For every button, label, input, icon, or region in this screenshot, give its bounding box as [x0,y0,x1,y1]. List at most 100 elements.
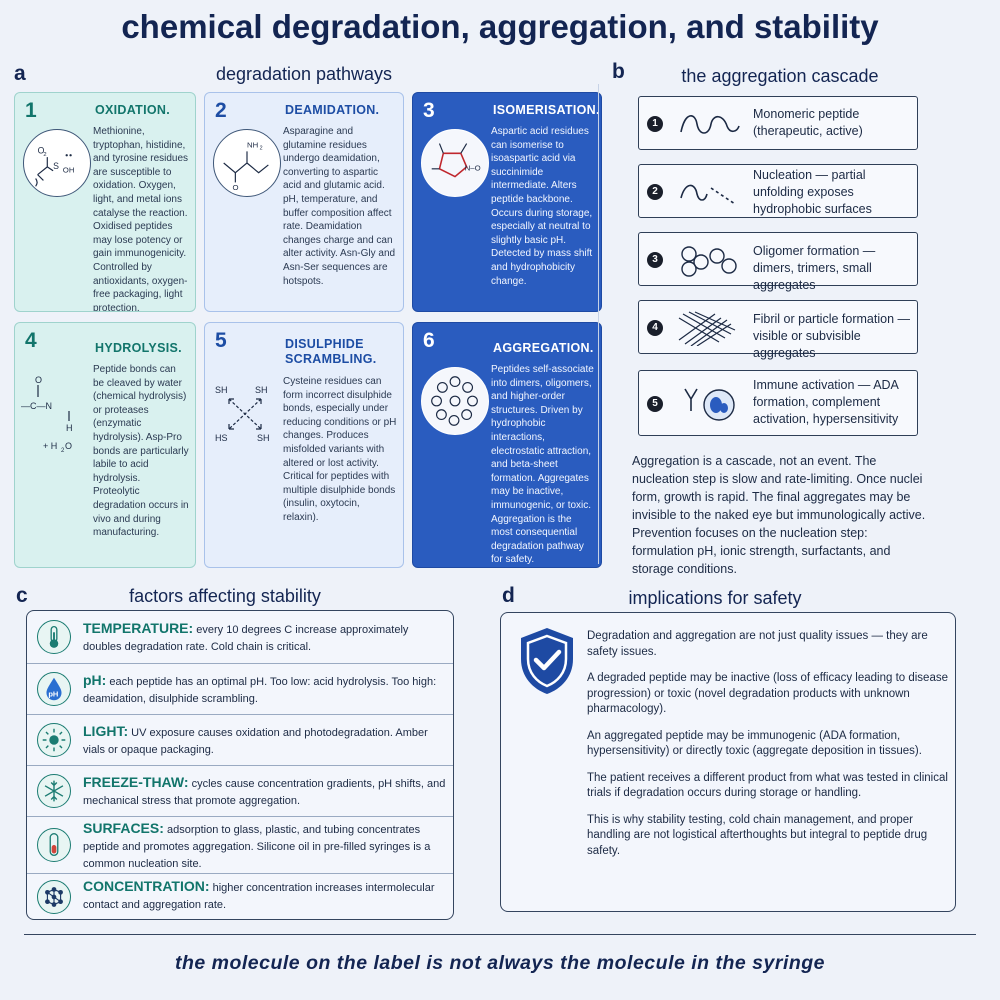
factor-description: cycles cause concentration gradients, pH… [83,778,446,807]
safety-paragraph: An aggregated peptide may be immunogenic… [587,729,922,758]
card-number: 3 [423,99,435,122]
step-text: Monomeric peptide (therapeutic, active) [753,107,863,138]
card-title: ISOMERISATION. [493,103,600,117]
cascade-note: Aggregation is a cascade, not an event. … [632,454,926,576]
factor-freeze-thaw: FREEZE-THAW: cycles cause concentration … [27,766,453,816]
svg-text:2: 2 [260,145,263,151]
card-body: Peptides self-associate into dimers, oli… [491,364,594,566]
fibril-mesh-icon [675,310,747,347]
step-number: 5 [647,396,663,412]
factor-concentration: CONCENTRATION: higher concentration incr… [27,874,453,920]
svg-text:SH: SH [215,385,228,395]
section-a-title: degradation pathways [215,64,393,84]
card-aggregation: 6 AGGREGATION. Peptides self-associate i… [412,322,602,568]
step-text: Immune activation — ADA formation, compl… [753,378,899,426]
factor-text: FREEZE-THAW: cycles cause concentration … [83,774,447,810]
card-oxidation: 1 OXIDATION. O 2 S OH Methionine, trypto… [14,92,196,312]
factor-text: SURFACES: adsorption to glass, plastic, … [83,820,447,873]
cascade-step-immune-activation: 5 Immune activation — ADA formation, com… [638,370,918,436]
factor-tag: TEMPERATURE: [83,620,194,636]
card-title: HYDROLYSIS. [95,341,182,355]
svg-text:H: H [66,423,73,433]
svg-text:SH: SH [255,385,268,395]
svg-text:2: 2 [43,152,46,158]
safety-paragraph: The patient receives a different product… [587,771,948,800]
factor-text: CONCENTRATION: higher concentration incr… [83,878,447,914]
card-number: 4 [25,329,37,352]
card-disulphide-scrambling: 5 DISULPHIDE SCRAMBLING. SH SH HS SH Cys… [204,322,404,568]
factor-description: higher concentration increases intermole… [83,882,435,911]
factor-light: LIGHT: UV exposure causes oxidation and … [27,715,453,765]
factor-text: LIGHT: UV exposure causes oxidation and … [83,723,447,759]
shield-check-icon [515,625,579,697]
snowflake-icon [37,774,71,808]
monomer-squiggle-icon [675,106,747,142]
svg-text:pH: pH [48,690,58,699]
molecule-network-icon [37,880,71,914]
divider [27,816,453,817]
oligomer-circles-icon [675,242,747,278]
section-divider [598,84,599,564]
safety-paragraph: This is why stability testing, cold chai… [587,813,928,857]
factor-surfaces: SURFACES: adsorption to glass, plastic, … [27,817,453,873]
factor-ph: pH pH: each peptide has an optimal pH. T… [27,664,453,714]
svg-text:HS: HS [215,433,228,443]
svg-text:O: O [35,375,42,385]
card-title: DEAMIDATION. [285,103,380,117]
section-b-letter: b [612,60,625,83]
svg-text:S: S [53,161,59,171]
card-number: 2 [215,99,227,122]
footer-rule [24,934,976,935]
factor-temperature: TEMPERATURE: every 10 degrees C increase… [27,611,453,663]
factor-tag: LIGHT: [83,723,129,739]
factor-description: each peptide has an optimal pH. Too low:… [83,676,437,705]
cascade-step-nucleation: 2 Nucleation — partial unfolding exposes… [638,164,918,218]
svg-text:NH: NH [247,140,258,149]
safety-text-block: Degradation and aggregation are not just… [587,629,949,859]
section-b-title: the aggregation cascade [681,66,879,86]
factor-tag: SURFACES: [83,820,164,836]
succinimide-ring-icon: N–O [421,129,489,197]
svg-text:O: O [232,183,238,192]
disulphide-exchange-icon: SH SH HS SH [213,379,279,453]
step-number: 2 [647,184,663,200]
cascade-step-monomer: 1 Monomeric peptide (therapeutic, active… [638,96,918,150]
card-number: 6 [423,329,435,352]
factor-tag: pH: [83,672,107,688]
factor-tag: FREEZE-THAW: [83,774,189,790]
card-body: Methionine, tryptophan, histidine, and t… [93,126,189,312]
section-c-title: factors affecting stability [129,586,321,606]
factors-panel: TEMPERATURE: every 10 degrees C increase… [26,610,454,920]
thermometer-icon [37,620,71,654]
card-title: AGGREGATION. [493,341,594,355]
card-body: Asparagine and glutamine residues underg… [283,126,396,287]
svg-text:2: 2 [61,448,65,454]
factor-description: UV exposure causes oxidation and photode… [83,727,428,756]
card-body: Aspartic acid residues can isomerise to … [491,126,593,287]
safety-panel: Degradation and aggregation are not just… [500,612,956,912]
section-d-title: implications for safety [628,588,802,608]
step-text: Oligomer formation — dimers, trimers, sm… [753,244,876,292]
svg-text:+ H: + H [43,441,57,451]
card-body: Peptide bonds can be cleaved by water (c… [93,364,189,539]
divider [27,873,453,874]
section-a-letter: a [14,62,26,85]
card-hydrolysis: 4 HYDROLYSIS. O —C—N H + H 2 O Peptide b… [14,322,196,568]
section-d-letter: d [502,584,515,607]
antibody-cell-icon [675,383,747,423]
card-isomerisation: 3 ISOMERISATION. N–O Aspartic acid resid… [412,92,602,312]
card-number: 5 [215,329,227,352]
factor-text: TEMPERATURE: every 10 degrees C increase… [83,620,447,656]
factor-tag: CONCENTRATION: [83,878,210,894]
safety-paragraph: Degradation and aggregation are not just… [587,630,928,658]
card-body: Cysteine residues can form incorrect dis… [283,376,397,523]
step-number: 1 [647,116,663,132]
factor-description: every 10 degrees C increase approximatel… [83,624,409,653]
step-number: 3 [647,252,663,268]
divider [27,765,453,766]
card-title: OXIDATION. [95,103,170,117]
safety-paragraph: A degraded peptide may be inactive (loss… [587,672,948,715]
svg-text:—C—N: —C—N [21,401,52,411]
oxidation-structure-icon: O 2 S OH [23,129,91,197]
card-title: DISULPHIDE SCRAMBLING. [285,337,377,366]
